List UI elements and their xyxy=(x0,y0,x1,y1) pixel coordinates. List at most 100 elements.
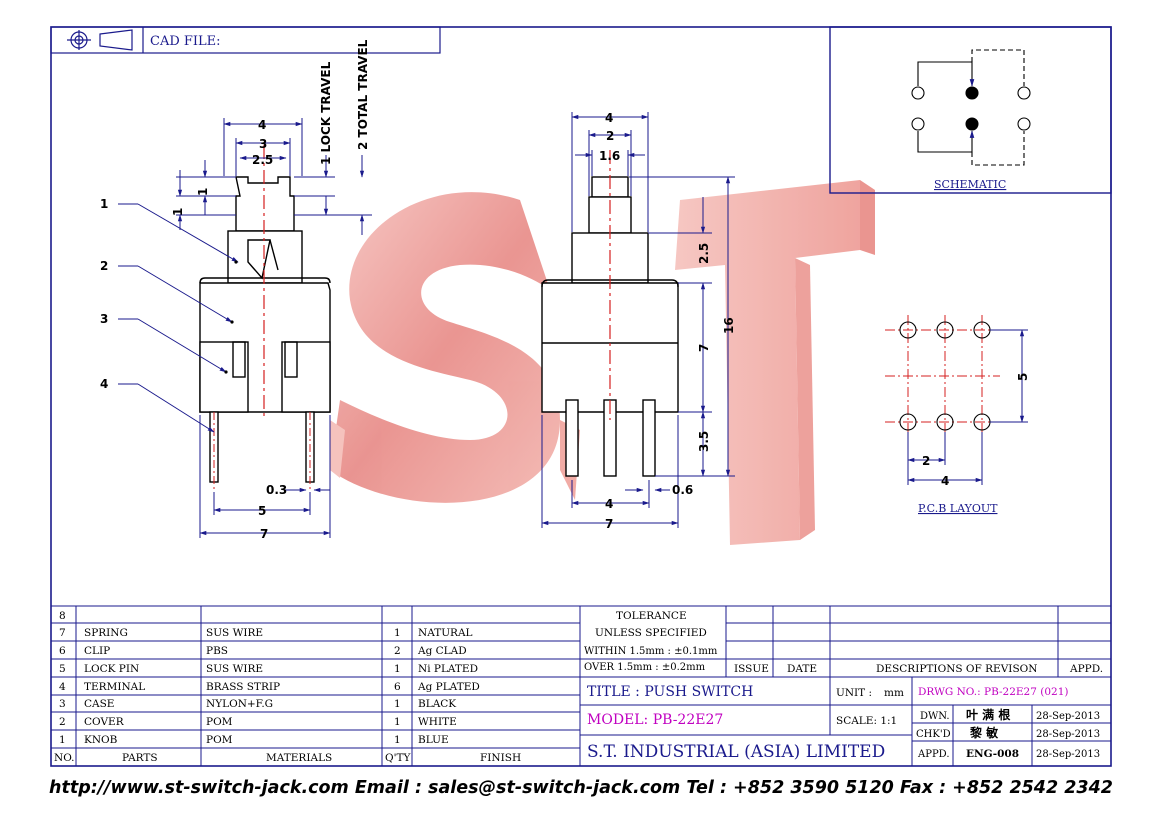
callout-dot xyxy=(234,260,238,264)
callout-1: 1 xyxy=(100,197,108,211)
pcb-layout: 5 2 4 P.C.B LAYOUT xyxy=(885,315,1030,515)
bom-header-finish: FINISH xyxy=(480,752,521,764)
dim-front-4: 4 xyxy=(605,111,613,125)
bom-finish: WHITE xyxy=(418,716,457,728)
bom-qty: 2 xyxy=(394,645,401,657)
bom-finish: Ag CLAD xyxy=(417,645,467,657)
revision-desc: DESCRIPTIONS OF REVISON xyxy=(876,663,1037,675)
callout-3: 3 xyxy=(100,312,108,326)
cad-header: CAD FILE: xyxy=(50,26,441,54)
bom-no: 3 xyxy=(59,698,66,710)
bom-qty: 1 xyxy=(394,698,401,710)
unit-label: UNIT : xyxy=(836,687,872,699)
side-view-front xyxy=(541,176,679,477)
front-dimensions xyxy=(541,112,735,528)
bom-no: 8 xyxy=(59,610,66,622)
drawing-title: TITLE : PUSH SWITCH xyxy=(587,684,753,700)
revision-appd: APPD. xyxy=(1069,663,1103,675)
bom-finish: Ni PLATED xyxy=(418,663,478,675)
company-name: S.T. INDUSTRIAL (ASIA) LIMITED xyxy=(587,742,885,762)
dim-front-16: 16 xyxy=(722,317,736,334)
bom-header-no: NO. xyxy=(54,752,75,764)
bom-qty: 1 xyxy=(394,627,401,639)
pcb-dim-5: 5 xyxy=(1016,373,1030,381)
dwn-label: DWN. xyxy=(920,711,950,722)
bom-header-qty: Q'TY xyxy=(385,752,411,764)
title-block-grid xyxy=(580,606,1111,766)
bom-material: POM xyxy=(206,716,233,728)
bom-finish: NATURAL xyxy=(418,627,473,639)
schematic-label: SCHEMATIC xyxy=(934,178,1006,191)
bom-material: BRASS STRIP xyxy=(206,681,280,693)
bom-part: KNOB xyxy=(84,734,118,746)
dwn-name: 叶 满 根 xyxy=(966,707,1010,722)
projection-symbol-icon xyxy=(67,29,133,51)
bom-part: TERMINAL xyxy=(84,681,145,693)
dim-left-0-3: 0.3 xyxy=(266,483,287,497)
tolerance-unless: UNLESS SPECIFIED xyxy=(595,627,707,639)
revision-issue: ISSUE xyxy=(734,663,769,675)
bom-finish: BLUE xyxy=(418,734,449,746)
dim-left-1a: 1 xyxy=(196,188,210,196)
bom-no: 4 xyxy=(59,681,66,693)
pcb-dim-2: 2 xyxy=(922,454,930,468)
tolerance-within: WITHIN 1.5mm : ±0.1mm xyxy=(584,646,718,657)
dim-left-2-5: 2.5 xyxy=(252,153,273,167)
dim-front-2: 2 xyxy=(606,129,614,143)
bom-part: COVER xyxy=(84,716,125,728)
dim-front-7: 7 xyxy=(697,344,711,352)
dim-front-0-6: 0.6 xyxy=(672,483,693,497)
pcb-dim-4: 4 xyxy=(941,474,949,488)
callout-2: 2 xyxy=(100,259,108,273)
model-number: MODEL: PB-22E27 xyxy=(587,712,723,728)
appd-date: 28-Sep-2013 xyxy=(1036,749,1100,760)
dim-left-1b: 1 xyxy=(171,208,185,216)
schematic-panel: SCHEMATIC xyxy=(829,26,1112,194)
drawing-number: DRWG NO.: PB-22E27 (021) xyxy=(918,686,1069,698)
pcb-layout-label: P.C.B LAYOUT xyxy=(918,502,998,515)
dim-left-5: 5 xyxy=(258,504,266,518)
bom-material: NYLON+F.G xyxy=(206,698,273,710)
dim-front-1-6: 1.6 xyxy=(599,149,620,163)
dim-left-7: 7 xyxy=(260,527,268,541)
chkd-label: CHK'D xyxy=(916,729,951,740)
tolerance-title: TOLERANCE xyxy=(616,610,687,622)
bom-part: CLIP xyxy=(84,645,110,657)
dim-front-bottom-4: 4 xyxy=(605,497,613,511)
bom-header-parts: PARTS xyxy=(122,752,158,764)
bom-qty: 1 xyxy=(394,734,401,746)
lock-travel-label: 1 LOCK TRAVEL xyxy=(319,61,333,165)
tolerance-over: OVER 1.5mm : ±0.2mm xyxy=(584,662,706,673)
side-view-left xyxy=(199,176,331,483)
bom-rows: 8 7 SPRING SUS WIRE 1 NATURAL 6 CLIP PBS… xyxy=(54,610,521,764)
dwn-date: 28-Sep-2013 xyxy=(1036,711,1100,722)
bom-part: LOCK PIN xyxy=(84,663,139,675)
dim-left-4: 4 xyxy=(258,118,266,132)
bom-part: CASE xyxy=(84,698,114,710)
bom-qty: 1 xyxy=(394,663,401,675)
contact-footer: http://www.st-switch-jack.com Email : sa… xyxy=(49,778,1113,798)
dim-left-3: 3 xyxy=(259,137,267,151)
callout-dot xyxy=(230,320,234,324)
bom-part: SPRING xyxy=(84,627,128,639)
appd-label: APPD. xyxy=(917,749,950,760)
bom-no: 7 xyxy=(59,627,66,639)
appd-name: ENG-008 xyxy=(966,748,1019,760)
st-watermark xyxy=(330,180,875,545)
bill-of-materials xyxy=(51,605,1111,766)
left-dimensions xyxy=(118,118,372,538)
bom-no: 6 xyxy=(59,645,66,657)
chkd-date: 28-Sep-2013 xyxy=(1036,729,1100,740)
bom-material: PBS xyxy=(206,645,228,657)
drawing-frame xyxy=(50,26,1112,767)
revision-date: DATE xyxy=(787,663,817,675)
callout-dot xyxy=(224,370,228,374)
bom-header-materials: MATERIALS xyxy=(266,752,332,764)
bom-qty: 1 xyxy=(394,716,401,728)
chkd-name: 黎 敏 xyxy=(970,725,999,740)
callout-4: 4 xyxy=(100,377,108,391)
unit-value: mm xyxy=(884,687,904,699)
bom-no: 2 xyxy=(59,716,66,728)
bom-qty: 6 xyxy=(394,681,401,693)
